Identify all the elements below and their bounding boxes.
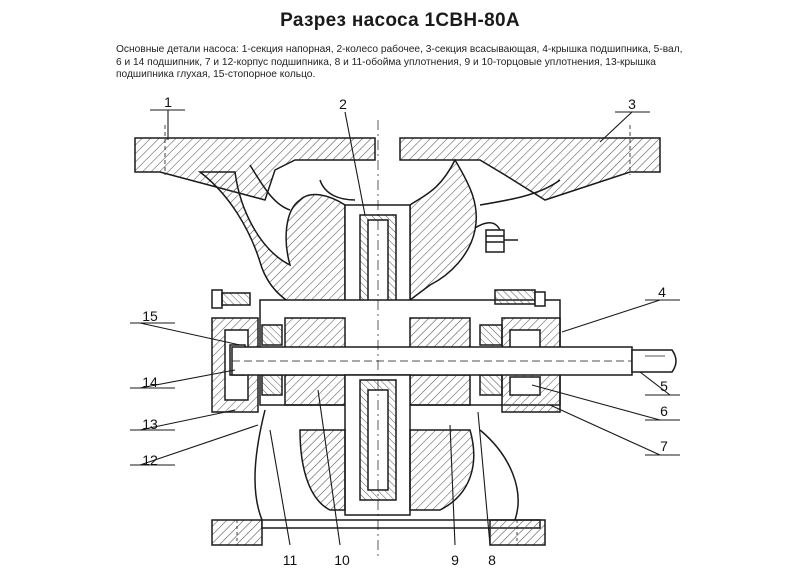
- bearing-right: [479, 324, 503, 346]
- callout-15: 15: [142, 308, 158, 324]
- callout-3: 3: [628, 96, 636, 112]
- leader-2: [344, 111, 366, 216]
- callout-12: 12: [142, 452, 158, 468]
- callout-14: 14: [142, 374, 158, 390]
- bearing-left: [261, 324, 283, 346]
- callout-1: 1: [164, 94, 172, 110]
- leader-12: [139, 424, 259, 466]
- callout-7: 7: [660, 438, 668, 454]
- shaft-end: [631, 349, 677, 373]
- suction-section-flange: [399, 137, 661, 201]
- bolt-group-right: [494, 289, 546, 307]
- leader-9: [449, 424, 456, 546]
- bolt-group-left: [211, 289, 251, 309]
- discharge-section-flange: [134, 137, 376, 201]
- leader-10: [317, 389, 341, 546]
- leader-4: [561, 299, 661, 333]
- callout-13: 13: [142, 416, 158, 432]
- base-flange-right: [489, 519, 546, 546]
- callout-9: 9: [451, 552, 459, 568]
- leader-3: [599, 111, 633, 143]
- diagram-title: Разрез насоса 1СВН-80А: [280, 10, 520, 31]
- callout-2: 2: [339, 96, 347, 112]
- leader-8: [477, 411, 491, 546]
- diagram-caption: Основные детали насоса: 1-секция напорна…: [116, 44, 683, 81]
- lower-volute: [299, 429, 346, 511]
- callout-4: 4: [658, 284, 666, 300]
- callout-8: 8: [488, 552, 496, 568]
- callout-6: 6: [660, 403, 668, 419]
- leader-13: [139, 409, 236, 431]
- callout-11: 11: [282, 552, 298, 568]
- leader-5: [639, 371, 671, 396]
- leader-14: [139, 369, 236, 389]
- suction-volute: [409, 158, 477, 302]
- leader-6: [531, 384, 661, 421]
- leader-15: [139, 322, 241, 346]
- callout-5: 5: [660, 378, 668, 394]
- leader-7: [549, 404, 661, 456]
- leader-11: [269, 429, 291, 546]
- discharge-volute: [197, 171, 346, 319]
- callout-10: 10: [334, 552, 350, 568]
